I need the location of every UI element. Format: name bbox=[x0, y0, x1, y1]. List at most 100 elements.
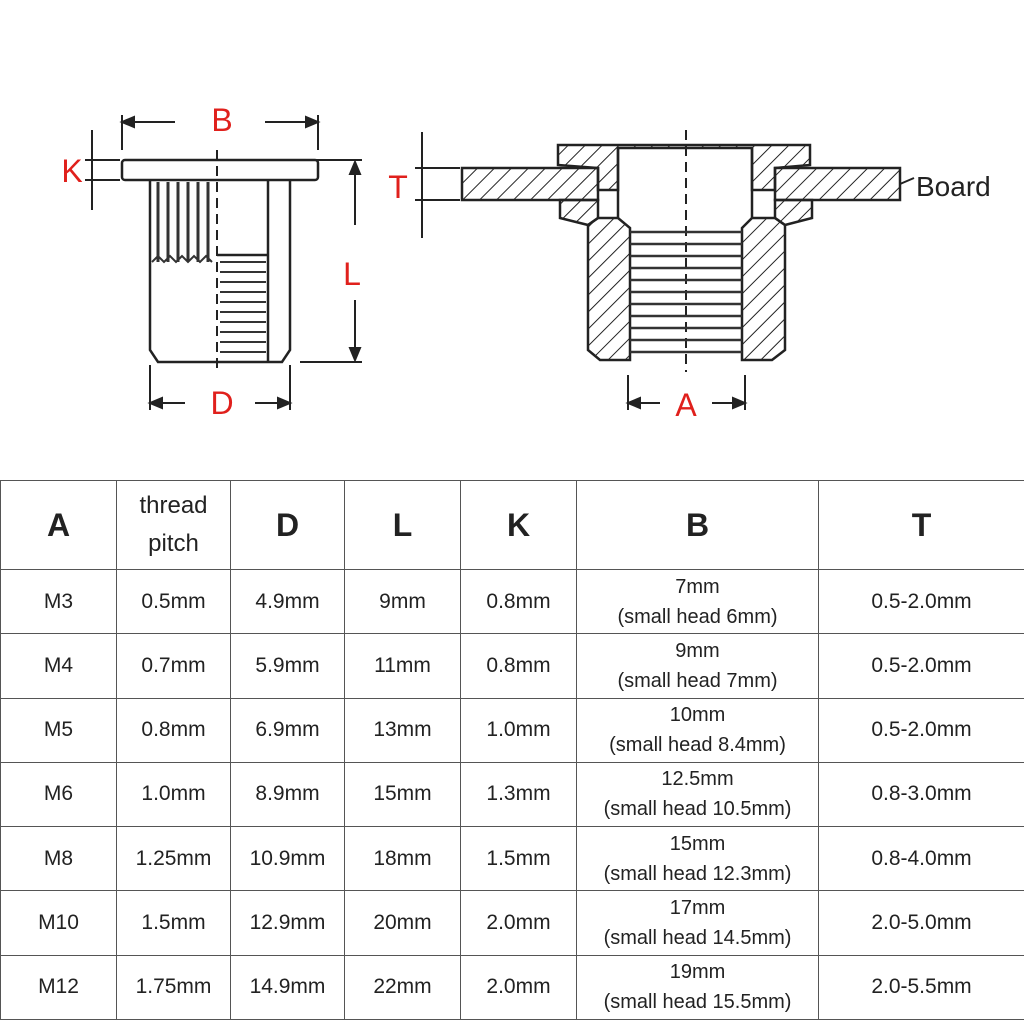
label-l: L bbox=[343, 256, 361, 292]
dimension-l bbox=[300, 159, 362, 363]
cell-l: 20mm bbox=[344, 890, 461, 956]
cell-b: 12.5mm (small head 10.5mm) bbox=[576, 761, 819, 828]
left-side-view bbox=[120, 150, 320, 372]
cell-d: 5.9mm bbox=[230, 633, 345, 699]
rivet-nut-diagram: B K L D bbox=[0, 0, 1024, 470]
cell-k: 1.3mm bbox=[460, 761, 577, 828]
dimension-a bbox=[625, 375, 748, 410]
cell-t: 0.8-3.0mm bbox=[818, 761, 1024, 828]
dimension-d bbox=[147, 365, 293, 410]
cell-pitch: 1.0mm bbox=[116, 761, 231, 828]
cell-l: 15mm bbox=[344, 761, 461, 828]
cell-l: 9mm bbox=[344, 568, 461, 635]
cell-a: M3 bbox=[0, 568, 117, 635]
cell-b-value: 7mm bbox=[675, 575, 720, 598]
cell-t: 0.5-2.0mm bbox=[818, 633, 1024, 699]
cell-l: 22mm bbox=[344, 954, 461, 1021]
label-t: T bbox=[388, 169, 408, 205]
cell-b-value: 9mm bbox=[675, 639, 720, 662]
cell-d: 4.9mm bbox=[230, 568, 345, 635]
header-thread-pitch: thread pitch bbox=[116, 480, 231, 570]
right-installed-view bbox=[460, 130, 902, 372]
thread-lines-right bbox=[630, 230, 742, 354]
cell-d: 6.9mm bbox=[230, 697, 345, 763]
cell-b-value: 15mm bbox=[669, 832, 726, 855]
label-k: K bbox=[61, 153, 82, 189]
label-b: B bbox=[211, 102, 232, 138]
cell-pitch: 1.25mm bbox=[116, 826, 231, 892]
cell-pitch: 0.7mm bbox=[116, 633, 231, 699]
label-a: A bbox=[675, 387, 697, 423]
cell-t: 0.5-2.0mm bbox=[818, 697, 1024, 763]
cell-k: 2.0mm bbox=[460, 890, 577, 956]
cell-b-small-head: (small head 14.5mm) bbox=[603, 927, 792, 950]
cell-b-value: 12.5mm bbox=[661, 768, 734, 791]
dimension-b bbox=[119, 115, 321, 150]
cell-t: 2.0-5.0mm bbox=[818, 890, 1024, 956]
cell-b: 17mm (small head 14.5mm) bbox=[576, 890, 819, 956]
cell-k: 1.5mm bbox=[460, 826, 577, 892]
cell-k: 2.0mm bbox=[460, 954, 577, 1021]
cell-pitch: 0.5mm bbox=[116, 568, 231, 635]
cell-a: M4 bbox=[0, 633, 117, 699]
cell-k: 0.8mm bbox=[460, 568, 577, 635]
cell-pitch: 1.5mm bbox=[116, 890, 231, 956]
header-b: B bbox=[576, 480, 819, 570]
cell-d: 12.9mm bbox=[230, 890, 345, 956]
cell-b-small-head: (small head 7mm) bbox=[617, 669, 778, 692]
header-thread-line: thread bbox=[139, 492, 208, 519]
cell-d: 14.9mm bbox=[230, 954, 345, 1021]
cell-a: M8 bbox=[0, 826, 117, 892]
cell-b-value: 10mm bbox=[669, 704, 726, 727]
header-k: K bbox=[460, 480, 577, 570]
label-d: D bbox=[210, 385, 233, 421]
cell-k: 1.0mm bbox=[460, 697, 577, 763]
header-d: D bbox=[230, 480, 345, 570]
cell-l: 18mm bbox=[344, 826, 461, 892]
dimension-k bbox=[85, 130, 120, 210]
cell-a: M6 bbox=[0, 761, 117, 828]
cell-k: 0.8mm bbox=[460, 633, 577, 699]
cell-b-small-head: (small head 10.5mm) bbox=[603, 798, 792, 821]
header-a: A bbox=[0, 480, 117, 570]
cell-pitch: 0.8mm bbox=[116, 697, 231, 763]
cell-d: 10.9mm bbox=[230, 826, 345, 892]
cell-b-value: 17mm bbox=[669, 897, 726, 920]
dimension-t bbox=[415, 132, 460, 238]
cell-l: 11mm bbox=[344, 633, 461, 699]
cell-b: 19mm (small head 15.5mm) bbox=[576, 954, 819, 1021]
cell-b: 15mm (small head 12.3mm) bbox=[576, 826, 819, 892]
cell-t: 0.8-4.0mm bbox=[818, 826, 1024, 892]
cell-b-small-head: (small head 12.3mm) bbox=[603, 862, 792, 885]
cell-b: 10mm (small head 8.4mm) bbox=[576, 697, 819, 763]
header-l: L bbox=[344, 480, 461, 570]
cell-l: 13mm bbox=[344, 697, 461, 763]
cell-a: M12 bbox=[0, 954, 117, 1021]
cell-pitch: 1.75mm bbox=[116, 954, 231, 1021]
table-header-row: A thread pitch D L K B T bbox=[0, 480, 1024, 570]
cell-b-small-head: (small head 15.5mm) bbox=[603, 991, 792, 1014]
cell-d: 8.9mm bbox=[230, 761, 345, 828]
cell-b: 9mm (small head 7mm) bbox=[576, 633, 819, 699]
cell-a: M5 bbox=[0, 697, 117, 763]
cell-b: 7mm(small head 6mm) bbox=[576, 568, 819, 635]
cell-t: 0.5-2.0mm bbox=[818, 568, 1024, 635]
cell-b-small-head: (small head 8.4mm) bbox=[609, 734, 786, 757]
header-pitch-line: pitch bbox=[148, 530, 199, 557]
label-board: Board bbox=[916, 171, 991, 202]
header-t: T bbox=[818, 480, 1024, 570]
knurl-lines bbox=[151, 182, 213, 264]
cell-b-value: 19mm bbox=[669, 961, 726, 984]
diagram-svg: B K L D bbox=[61, 102, 991, 423]
cell-a: M10 bbox=[0, 890, 117, 956]
cell-t: 2.0-5.5mm bbox=[818, 954, 1024, 1021]
